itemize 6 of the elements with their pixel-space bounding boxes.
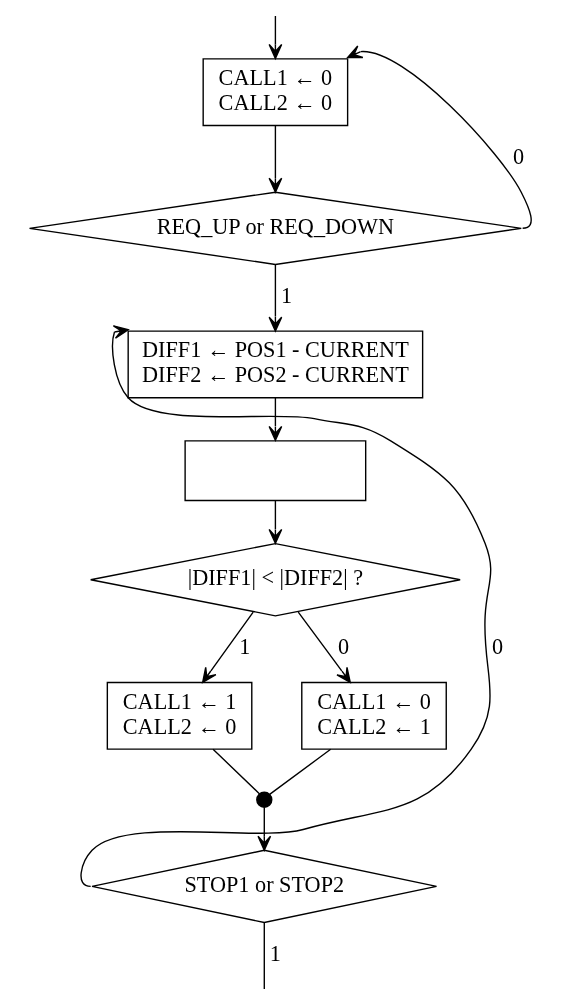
edge-label: 0 <box>337 634 350 660</box>
edge-label: 0 <box>492 634 504 660</box>
edge-label: 1 <box>280 283 293 309</box>
edge-label: 1 <box>239 634 251 660</box>
edge-label: 1 <box>269 941 281 967</box>
edge-label: 0 <box>512 144 525 170</box>
